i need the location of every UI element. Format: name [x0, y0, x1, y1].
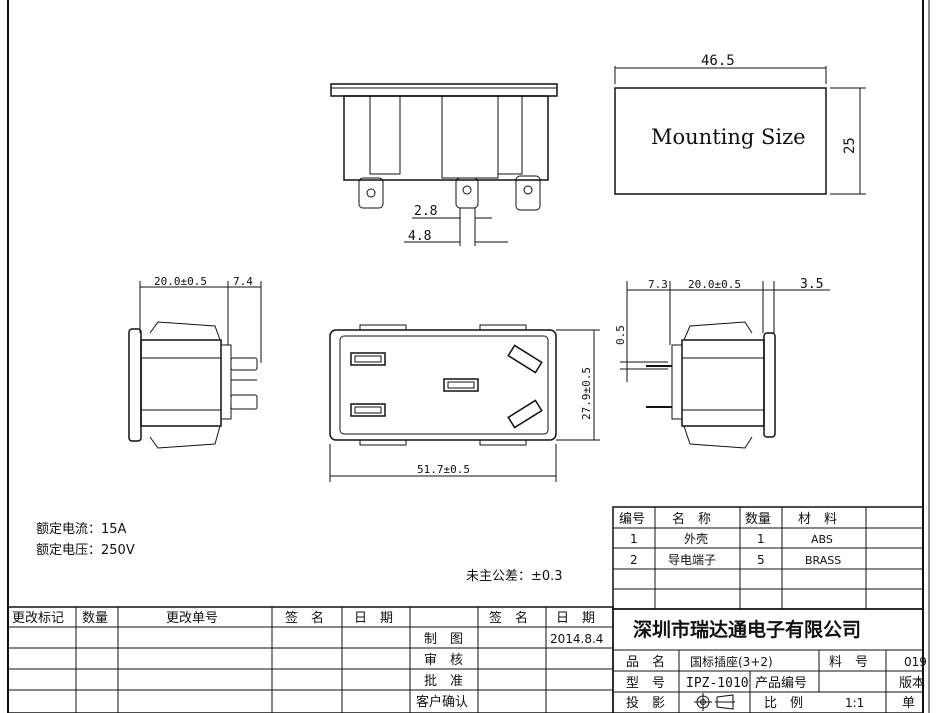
- made-label: 制 图: [424, 632, 463, 647]
- rev-header-order: 更改单号: [166, 611, 218, 626]
- approve-header-date: 日 期: [556, 611, 595, 626]
- bom-header-name: 名 称: [672, 511, 711, 527]
- front-width-dim: 51.7±0.5: [417, 463, 470, 476]
- bom-header-material: 材 料: [798, 512, 837, 527]
- projection-label: 投 影: [626, 695, 665, 711]
- bom-header-no: 编号: [619, 512, 645, 527]
- company-name: 深圳市瑞达通电子有限公司: [633, 618, 861, 641]
- unit-label: 单: [902, 696, 915, 711]
- rev-header-date: 日 期: [354, 611, 393, 626]
- top-view: 2.8 4.8: [330, 83, 558, 246]
- bom-row-1-no: 1: [630, 532, 638, 546]
- mounting-height-dim: 25: [842, 137, 858, 154]
- bom-row-1-qty: 1: [757, 532, 765, 546]
- made-date: 2014.8.4: [550, 632, 603, 646]
- version-label: 版本: [899, 676, 925, 691]
- right-side-view: 7.3 20.0±0.5 3.5 0.5: [614, 277, 830, 449]
- bom-table: 编号 名 称 数量 材 料 1 外壳 1 ABS 2 导电端子 5 BRASS: [612, 506, 924, 610]
- approve-label: 批 准: [424, 674, 463, 689]
- part-no-label: 料 号: [829, 655, 868, 670]
- right-depth-dim: 20.0±0.5: [688, 278, 741, 291]
- scale-label: 比 例: [764, 696, 803, 711]
- bom-row-1-material: ABS: [811, 533, 833, 546]
- rev-header-mark: 更改标记: [12, 611, 64, 626]
- approve-header-sign: 签 名: [489, 610, 528, 626]
- bom-row-1-name: 外壳: [684, 532, 708, 546]
- pin-pitch-dim: 4.8: [408, 229, 431, 244]
- rated-voltage: 额定电压：250V: [36, 543, 135, 558]
- tolerance-note: 未主公差：±0.3: [466, 569, 563, 584]
- model-label: 型 号: [626, 676, 665, 691]
- left-terminal-dim: 7.4: [233, 275, 253, 288]
- part-no: 019: [904, 655, 927, 669]
- scale-value: 1:1: [845, 696, 864, 710]
- bom-header-qty: 数量: [745, 512, 771, 527]
- product-name: 国标插座(3+2): [690, 654, 773, 669]
- bom-row-2-name: 导电端子: [668, 553, 716, 567]
- revision-table: 更改标记 数量 更改单号 签 名 日 期 签 名 日 期 制 图 2014.8.…: [7, 606, 614, 713]
- front-view: 27.9±0.5 51.7±0.5: [329, 324, 600, 482]
- customer-confirm-label: 客户确认: [416, 694, 468, 710]
- bom-row-2-no: 2: [630, 553, 638, 567]
- mounting-width-dim: 46.5: [701, 53, 735, 69]
- right-gap-dim: 0.5: [614, 325, 627, 345]
- mounting-size-label: Mounting Size: [651, 125, 806, 149]
- rev-header-qty: 数量: [82, 611, 108, 626]
- left-depth-dim: 20.0±0.5: [154, 275, 207, 288]
- front-height-dim: 27.9±0.5: [580, 367, 593, 420]
- rated-current: 额定电流：15A: [36, 522, 127, 537]
- product-code-label: 产品编号: [755, 676, 807, 691]
- bom-row-2-qty: 5: [757, 553, 765, 567]
- title-block: 深圳市瑞达通电子有限公司 品 名 国标插座(3+2) 料 号 019 型 号 I…: [612, 608, 927, 713]
- right-terminal-dim: 7.3: [648, 278, 668, 291]
- left-side-view: 20.0±0.5 7.4: [128, 275, 262, 449]
- right-flange-dim: 3.5: [800, 277, 823, 292]
- projection-symbol-icon: [694, 693, 735, 711]
- rev-header-sign: 签 名: [285, 610, 324, 626]
- product-name-label: 品 名: [626, 654, 665, 670]
- bom-row-2-material: BRASS: [805, 554, 841, 567]
- mounting-size: 46.5 25 Mounting Size: [614, 53, 866, 195]
- check-label: 审 核: [424, 653, 463, 668]
- pin-width-dim: 2.8: [414, 204, 437, 219]
- model-number: IPZ-1010: [686, 676, 749, 691]
